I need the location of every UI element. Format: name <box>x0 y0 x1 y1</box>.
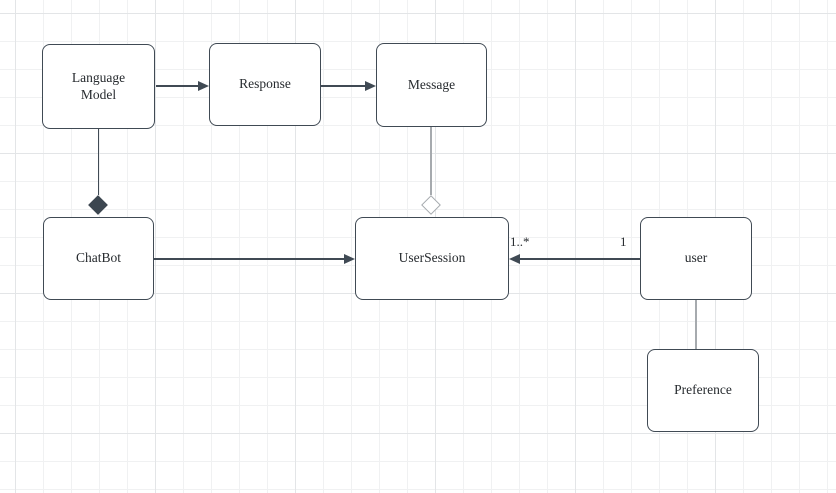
node-preference[interactable]: Preference <box>647 349 759 432</box>
edge-language-model-to-response[interactable] <box>156 85 198 87</box>
edge-language-model-to-chatbot[interactable] <box>97 129 99 195</box>
edge-user-to-preference[interactable] <box>695 300 697 349</box>
node-message-label: Message <box>407 76 456 92</box>
node-response-label: Response <box>239 76 291 92</box>
multiplicity-label-source[interactable]: 1 <box>620 234 627 249</box>
arrowhead-right-icon <box>344 254 355 264</box>
node-chatbot-label: ChatBot <box>75 250 121 266</box>
node-language-model-label: Language Model <box>71 69 126 102</box>
multiplicity-label-target[interactable]: 1..* <box>510 234 530 249</box>
composition-diamond-icon <box>88 195 108 215</box>
edge-message-to-user-session[interactable] <box>430 127 432 195</box>
node-chatbot[interactable]: ChatBot <box>43 217 154 300</box>
node-user-session-label: UserSession <box>398 250 466 266</box>
node-language-model[interactable]: Language Model <box>42 44 155 129</box>
aggregation-diamond-icon <box>420 194 441 215</box>
node-preference-label: Preference <box>674 382 732 398</box>
node-user-label: user <box>684 250 708 266</box>
node-response[interactable]: Response <box>209 43 321 126</box>
edge-chatbot-to-user-session[interactable] <box>154 258 344 260</box>
edge-user-to-user-session[interactable] <box>520 258 640 260</box>
node-message[interactable]: Message <box>376 43 487 127</box>
edge-response-to-message[interactable] <box>321 85 365 87</box>
arrowhead-right-icon <box>365 81 376 91</box>
arrowhead-left-icon <box>509 254 520 264</box>
arrowhead-right-icon <box>198 81 209 91</box>
node-user[interactable]: user <box>640 217 752 300</box>
node-user-session[interactable]: UserSession <box>355 217 509 300</box>
